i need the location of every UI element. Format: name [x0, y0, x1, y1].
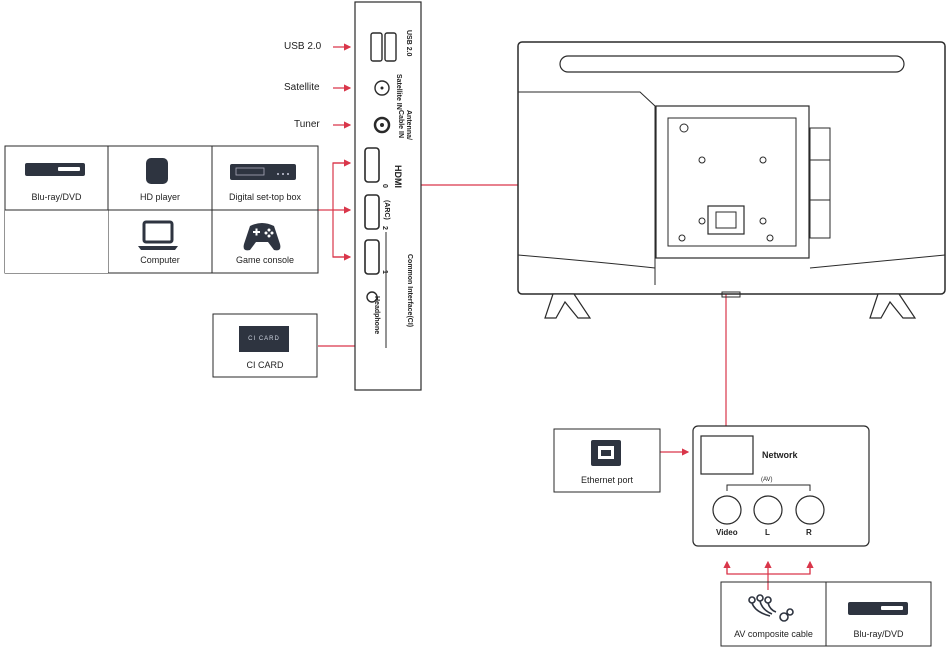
video-label: Video: [716, 528, 738, 537]
antenna-port: [373, 116, 391, 134]
l-label: L: [765, 528, 770, 537]
av-l-port: [753, 495, 783, 525]
r-label: R: [806, 528, 812, 537]
panel-antenna-text: Antenna/ Cable IN: [397, 110, 412, 140]
common-interface-label: Common Interface(CI): [406, 254, 413, 328]
ethernet-caption: Ethernet port: [580, 475, 634, 485]
usb-port-a: [370, 32, 383, 62]
headphone-port: [366, 291, 378, 303]
av-cable-icon: [748, 594, 794, 622]
settop-caption: Digital set-top box: [228, 192, 302, 202]
hdmi-2-label: 2: [381, 226, 388, 230]
hdmi-1-port: [364, 239, 380, 275]
headphone-label: Headphone: [373, 296, 380, 335]
tv-back: [517, 41, 946, 295]
hdmi-0-label: 0: [381, 184, 388, 188]
hdmi-2-port: [364, 194, 380, 230]
av-r-port: [795, 495, 825, 525]
network-label: Network: [762, 450, 798, 460]
panel-hdmi-text: HDMI: [393, 165, 403, 188]
ci-card-caption: CI CARD: [246, 360, 284, 370]
hdmi-1-label: 1: [381, 270, 388, 274]
av-video-port: [712, 495, 742, 525]
hdmi-0-port: [364, 147, 380, 183]
satellite-port: [374, 80, 390, 96]
tv-vent: [559, 55, 905, 73]
ci-card-icon: CI CARD: [239, 326, 289, 352]
panel-usb-text: USB 2.0: [405, 30, 412, 57]
tv-power-socket: [707, 205, 745, 235]
bluray-bottom-icon: [848, 602, 908, 615]
tv-stand-left: [544, 293, 592, 319]
connector-panel: [354, 1, 422, 391]
usb-label: USB 2.0: [284, 41, 322, 52]
gamepad-icon: [243, 223, 281, 251]
tv-stand-right: [869, 293, 917, 319]
tuner-label: Tuner: [294, 119, 320, 130]
computer-caption: Computer: [140, 255, 180, 265]
av-cable-caption: AV composite cable: [734, 629, 813, 639]
panel-satellite-text: Satellite IN: [395, 74, 402, 110]
tv-mount-plate: [655, 105, 810, 259]
hd-player-icon: [146, 158, 168, 184]
lan-port: [700, 435, 754, 475]
arc-label: (ARC): [383, 200, 390, 220]
bluray-top-icon: [25, 163, 85, 176]
usb-port-b: [384, 32, 397, 62]
satellite-label: Satellite: [284, 82, 320, 93]
av-in-label: (AV): [761, 477, 773, 483]
bluray-top-caption: Blu-ray/DVD: [31, 192, 82, 202]
settop-icon: [230, 164, 296, 180]
computer-icon: [142, 220, 174, 244]
hd-player-caption: HD player: [139, 192, 180, 202]
game-console-caption: Game console: [235, 255, 295, 265]
bluray-bottom-caption: Blu-ray/DVD: [853, 629, 904, 639]
side-io-panel: [692, 425, 870, 547]
